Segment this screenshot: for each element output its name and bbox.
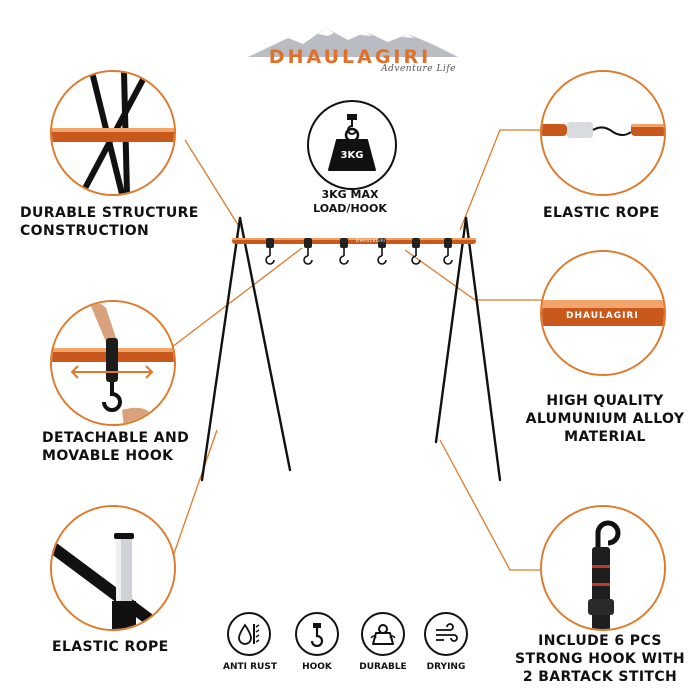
weight-badge: 3KG	[307, 100, 397, 190]
label-elastic-rope-right: ELASTIC ROPE	[543, 205, 660, 221]
label-durable-structure: DURABLE STRUCTURE CONSTRUCTION	[20, 205, 199, 239]
callout-durable-structure	[50, 70, 176, 196]
feature-drying: DRYING	[420, 612, 472, 672]
strap-hook-closeup-icon	[542, 507, 664, 629]
bar-logo: DHAULAGIRI	[356, 238, 386, 243]
callout-elastic-rope-left	[50, 505, 176, 631]
drying-icon	[436, 623, 458, 642]
feature-label: ANTI RUST	[223, 662, 277, 672]
label-strap-hook: INCLUDE 6 PCS STRONG HOOK WITH 2 BARTACK…	[515, 633, 685, 685]
feature-anti-rust: ANTI RUST	[223, 612, 277, 672]
callout-aluminium: DHAULAGIRI	[540, 250, 666, 376]
label-movable-hook: DETACHABLE AND MOVABLE HOOK	[42, 430, 190, 464]
aluminium-tube-closeup-icon: DHAULAGIRI	[542, 252, 664, 374]
rack-legs	[200, 216, 502, 482]
weight-caption: 3KG MAX LOAD/HOOK	[313, 188, 387, 215]
elastic-rope-closeup-icon	[542, 72, 664, 194]
crossed-poles-closeup-icon	[52, 72, 174, 194]
brand-tagline: Adventure Life	[381, 64, 456, 74]
callout-movable-hook	[50, 300, 176, 426]
feature-label: DURABLE	[359, 662, 407, 672]
hook-icon	[310, 623, 324, 647]
pole-joint-closeup-icon	[52, 507, 174, 629]
hand-hook-closeup-icon	[52, 302, 174, 424]
feature-label: DRYING	[426, 662, 466, 672]
svg-text:DHAULAGIRI: DHAULAGIRI	[566, 311, 639, 321]
brand-name: DHAULAGIRI	[268, 46, 432, 68]
feature-label: HOOK	[302, 662, 332, 672]
mountain-logo-icon	[248, 28, 458, 57]
weight-icon	[328, 114, 376, 171]
callout-elastic-rope-right	[540, 70, 666, 196]
feature-durable: DURABLE	[357, 612, 409, 672]
label-elastic-rope-left: ELASTIC ROPE	[52, 639, 169, 655]
feature-hook: HOOK	[291, 612, 343, 672]
label-aluminium: HIGH QUALITY ALUMUNIUM ALLOY MATERIAL	[525, 393, 685, 445]
anti-rust-icon	[238, 623, 260, 645]
weight-value: 3KG	[340, 150, 364, 161]
durable-icon	[370, 624, 396, 645]
callout-strap-hook	[540, 505, 666, 631]
